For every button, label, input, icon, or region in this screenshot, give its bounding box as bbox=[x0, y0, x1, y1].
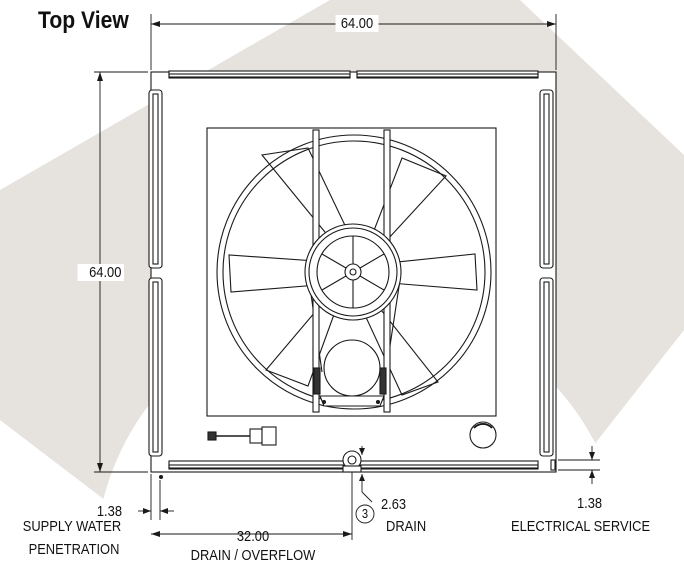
dim-supply-water-offset: 1.38 bbox=[96, 503, 122, 520]
label-supply-water-line1: SUPPLY WATER bbox=[22, 518, 122, 535]
bottom-rails bbox=[168, 460, 539, 470]
label-drain-overflow: DRAIN / OVERFLOW bbox=[190, 547, 316, 564]
right-rails bbox=[539, 89, 554, 457]
label-electrical-service: ELECTRICAL SERVICE bbox=[511, 518, 651, 535]
label-supply-water-line2: PENETRATION bbox=[28, 541, 120, 558]
electrical-stub bbox=[550, 459, 556, 471]
fan-pulley bbox=[304, 223, 402, 321]
dim-drain-offset: 2.63 bbox=[381, 496, 407, 513]
left-rails bbox=[148, 89, 163, 457]
dim-drain-overflow-offset: 32.00 bbox=[236, 528, 270, 545]
float-valve bbox=[207, 426, 277, 446]
dim-electrical-offset: 1.38 bbox=[577, 495, 603, 512]
top-rails bbox=[168, 70, 539, 79]
dim-overall-width: 64.00 bbox=[335, 15, 379, 32]
balloon-circle bbox=[355, 504, 375, 524]
dim-overall-depth: 64.00 bbox=[77, 264, 124, 281]
drain-fitting bbox=[342, 450, 362, 473]
view-title: Top View bbox=[38, 7, 129, 34]
label-drain: DRAIN bbox=[386, 518, 427, 535]
pump bbox=[469, 421, 497, 449]
fan-deck bbox=[206, 127, 497, 417]
dimension-arrows bbox=[97, 21, 595, 537]
balloon-number: 3 bbox=[361, 506, 369, 521]
motor bbox=[313, 339, 387, 407]
